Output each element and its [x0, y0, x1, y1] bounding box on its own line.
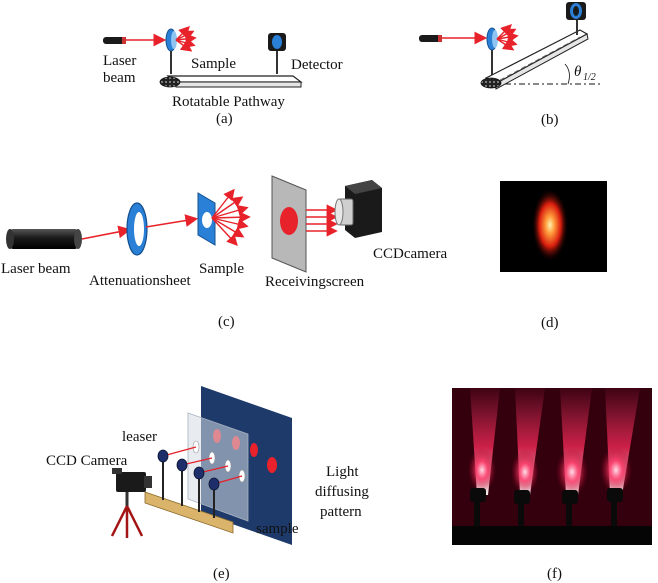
detector-label-a: Detector — [291, 57, 343, 73]
laser-heads-e — [157, 449, 220, 491]
sample-label-c: Sample — [199, 261, 244, 277]
angle-symbol-b: θ — [574, 64, 582, 80]
ccd-label-e: CCD Camera — [46, 453, 128, 469]
panel-e: CCD Camera leaser sample Light diffusing… — [46, 386, 369, 582]
laser-pointer-b — [419, 35, 441, 42]
camera-label-c: CCDcamera — [373, 246, 447, 262]
caption-a: (a) — [216, 111, 233, 127]
laser-posts-e — [162, 460, 215, 518]
sample-label-e: sample — [256, 521, 299, 537]
ccd-camera-c — [334, 180, 382, 238]
glow-spots-f — [468, 446, 632, 496]
beam-spot-d — [532, 189, 568, 261]
wood-rail-e — [144, 491, 234, 534]
attenuation-label-c: Attenuationsheet — [89, 273, 191, 289]
sample-sheet-e — [187, 412, 249, 522]
laser-mounts-f — [452, 488, 652, 545]
laser-label-c: Laser beam — [1, 261, 71, 277]
panel-f: (f) — [452, 388, 652, 582]
laser-pointer-a — [103, 37, 125, 44]
angle-subscript-b: 1/2 — [583, 72, 596, 83]
pathway-label-a: Rotatable Pathway — [172, 94, 285, 110]
scatter-arrows-a — [175, 26, 197, 52]
screen-arrows-c — [306, 204, 338, 237]
screen-label-c: Receivingscreen — [265, 274, 365, 290]
pattern-label-e2: diffusing — [315, 484, 369, 500]
caption-f: (f) — [547, 566, 562, 582]
panel-b: θ 1/2 (b) — [419, 2, 600, 128]
laser-beam-c — [81, 225, 132, 240]
laser-label-e: leaser — [122, 429, 157, 445]
pivot-base-b — [480, 77, 502, 89]
pattern-label-e1: Light — [326, 464, 359, 480]
rotatable-pathway-a — [166, 75, 303, 83]
scatter-arrows-c — [211, 188, 251, 247]
ccd-camera-e — [110, 468, 152, 538]
panel-c: Laser beam Attenuationsheet Sample Recei… — [1, 175, 447, 330]
laser-label-a1: Laser — [103, 53, 136, 69]
sample-label-a: Sample — [191, 56, 236, 72]
laser-cylinder-c — [10, 229, 78, 249]
scatter-arrows-b — [496, 24, 519, 51]
caption-c: (c) — [218, 314, 235, 330]
caption-b: (b) — [541, 112, 559, 128]
caption-d: (d) — [541, 315, 559, 331]
laser-label-a2: beam — [103, 70, 136, 86]
caption-e: (e) — [213, 566, 230, 582]
panel-a: Laser beam Sample Detector Rotatable Pat… — [103, 26, 343, 127]
pivot-base-a — [159, 76, 181, 88]
pattern-label-e3: pattern — [320, 504, 362, 520]
panel-d: (d) — [500, 181, 607, 331]
